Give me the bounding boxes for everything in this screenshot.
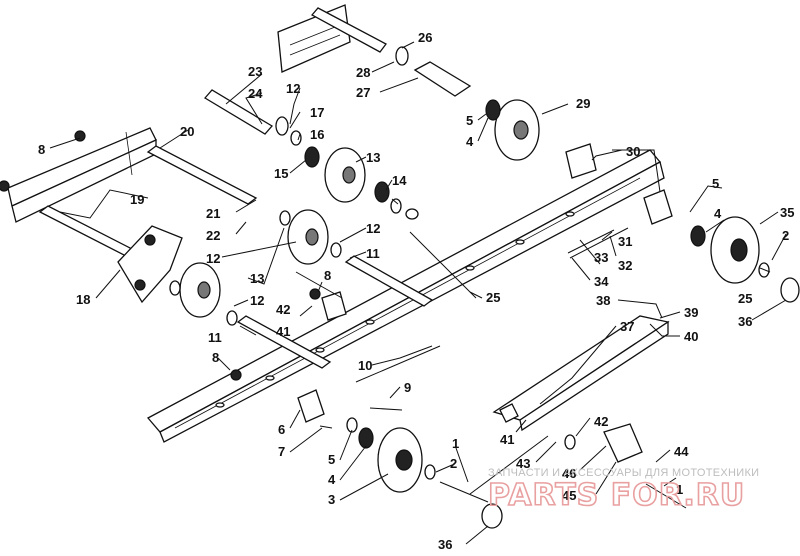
callout-20: 20 — [180, 124, 194, 139]
bearings-and-washers — [0, 46, 770, 480]
callout-14: 14 — [392, 173, 407, 188]
callout-4: 4 — [466, 134, 474, 149]
callout-4: 4 — [328, 472, 336, 487]
pivot-arm — [117, 225, 183, 304]
idler-wheels — [179, 99, 760, 493]
callout-7: 7 — [278, 444, 285, 459]
callout-13: 13 — [250, 271, 264, 286]
callout-32: 32 — [618, 258, 632, 273]
callout-16: 16 — [310, 127, 324, 142]
callout-39: 39 — [684, 305, 698, 320]
shock-arm — [492, 315, 670, 463]
axle-bracket — [565, 143, 673, 225]
callout-41: 41 — [276, 324, 290, 339]
callout-38: 38 — [596, 293, 610, 308]
callout-6: 6 — [278, 422, 285, 437]
callout-29: 29 — [576, 96, 590, 111]
callout-42: 42 — [594, 414, 608, 429]
callout-11: 11 — [208, 330, 222, 345]
left-rail-fragment — [7, 127, 157, 223]
callout-19: 19 — [130, 192, 144, 207]
callout-17: 17 — [310, 105, 324, 120]
axle-mount — [297, 291, 519, 423]
callout-42: 42 — [276, 302, 290, 317]
callout-36: 36 — [438, 537, 452, 552]
callout-5: 5 — [466, 113, 473, 128]
callout-10: 10 — [358, 358, 372, 373]
callout-8: 8 — [38, 142, 45, 157]
callout-21: 21 — [206, 206, 220, 221]
callout-30: 30 — [626, 144, 640, 159]
cross-shafts — [38, 7, 615, 495]
callout-27: 27 — [356, 85, 370, 100]
callout-44: 44 — [674, 444, 689, 459]
callout-40: 40 — [684, 329, 698, 344]
callout-35: 35 — [780, 205, 794, 220]
callout-3: 3 — [328, 492, 335, 507]
callout-12: 12 — [286, 81, 300, 96]
callout-25: 25 — [486, 290, 500, 305]
callout-22: 22 — [206, 228, 220, 243]
callout-2: 2 — [450, 456, 457, 471]
callout-36: 36 — [738, 314, 752, 329]
callout-1: 1 — [452, 436, 459, 451]
watermark-logo: PARTS FOR.RU — [488, 478, 745, 513]
leader-lines — [49, 41, 787, 545]
callout-2: 2 — [782, 228, 789, 243]
callout-1: 1 — [676, 482, 683, 497]
callout-8: 8 — [324, 268, 331, 283]
end-caps — [481, 277, 800, 529]
callout-8: 8 — [212, 350, 219, 365]
callout-46: 46 — [562, 466, 576, 481]
callout-43: 43 — [516, 456, 530, 471]
watermark-tagline: ЗАПЧАСТИ И АКСЕССУАРЫ ДЛЯ МОТОТЕХНИКИ — [488, 467, 759, 479]
watermark: ЗАПЧАСТИ И АКСЕССУАРЫ ДЛЯ МОТОТЕХНИКИ PA… — [487, 467, 759, 514]
callout-11: 11 — [366, 246, 380, 261]
callout-12: 12 — [366, 221, 380, 236]
callout-9: 9 — [404, 380, 411, 395]
callout-labels: 1 1 2 2 3 4 4 4 5 5 5 6 7 8 8 8 9 10 11 … — [38, 30, 794, 552]
callout-12: 12 — [250, 293, 264, 308]
callout-26: 26 — [418, 30, 432, 45]
callout-23: 23 — [248, 64, 262, 79]
callout-24: 24 — [248, 86, 263, 101]
callout-31: 31 — [618, 234, 632, 249]
callout-34: 34 — [594, 274, 609, 289]
callout-41: 41 — [500, 432, 514, 447]
callout-5: 5 — [712, 176, 719, 191]
callout-45: 45 — [562, 488, 576, 503]
callout-4: 4 — [714, 206, 722, 221]
callout-33: 33 — [594, 250, 608, 265]
bolts — [319, 227, 687, 509]
callout-25: 25 — [738, 291, 752, 306]
callout-12: 12 — [206, 251, 220, 266]
callout-28: 28 — [356, 65, 370, 80]
callout-15: 15 — [274, 166, 288, 181]
callout-13: 13 — [366, 150, 380, 165]
callout-18: 18 — [76, 292, 90, 307]
callout-37: 37 — [620, 319, 634, 334]
callout-5: 5 — [328, 452, 335, 467]
